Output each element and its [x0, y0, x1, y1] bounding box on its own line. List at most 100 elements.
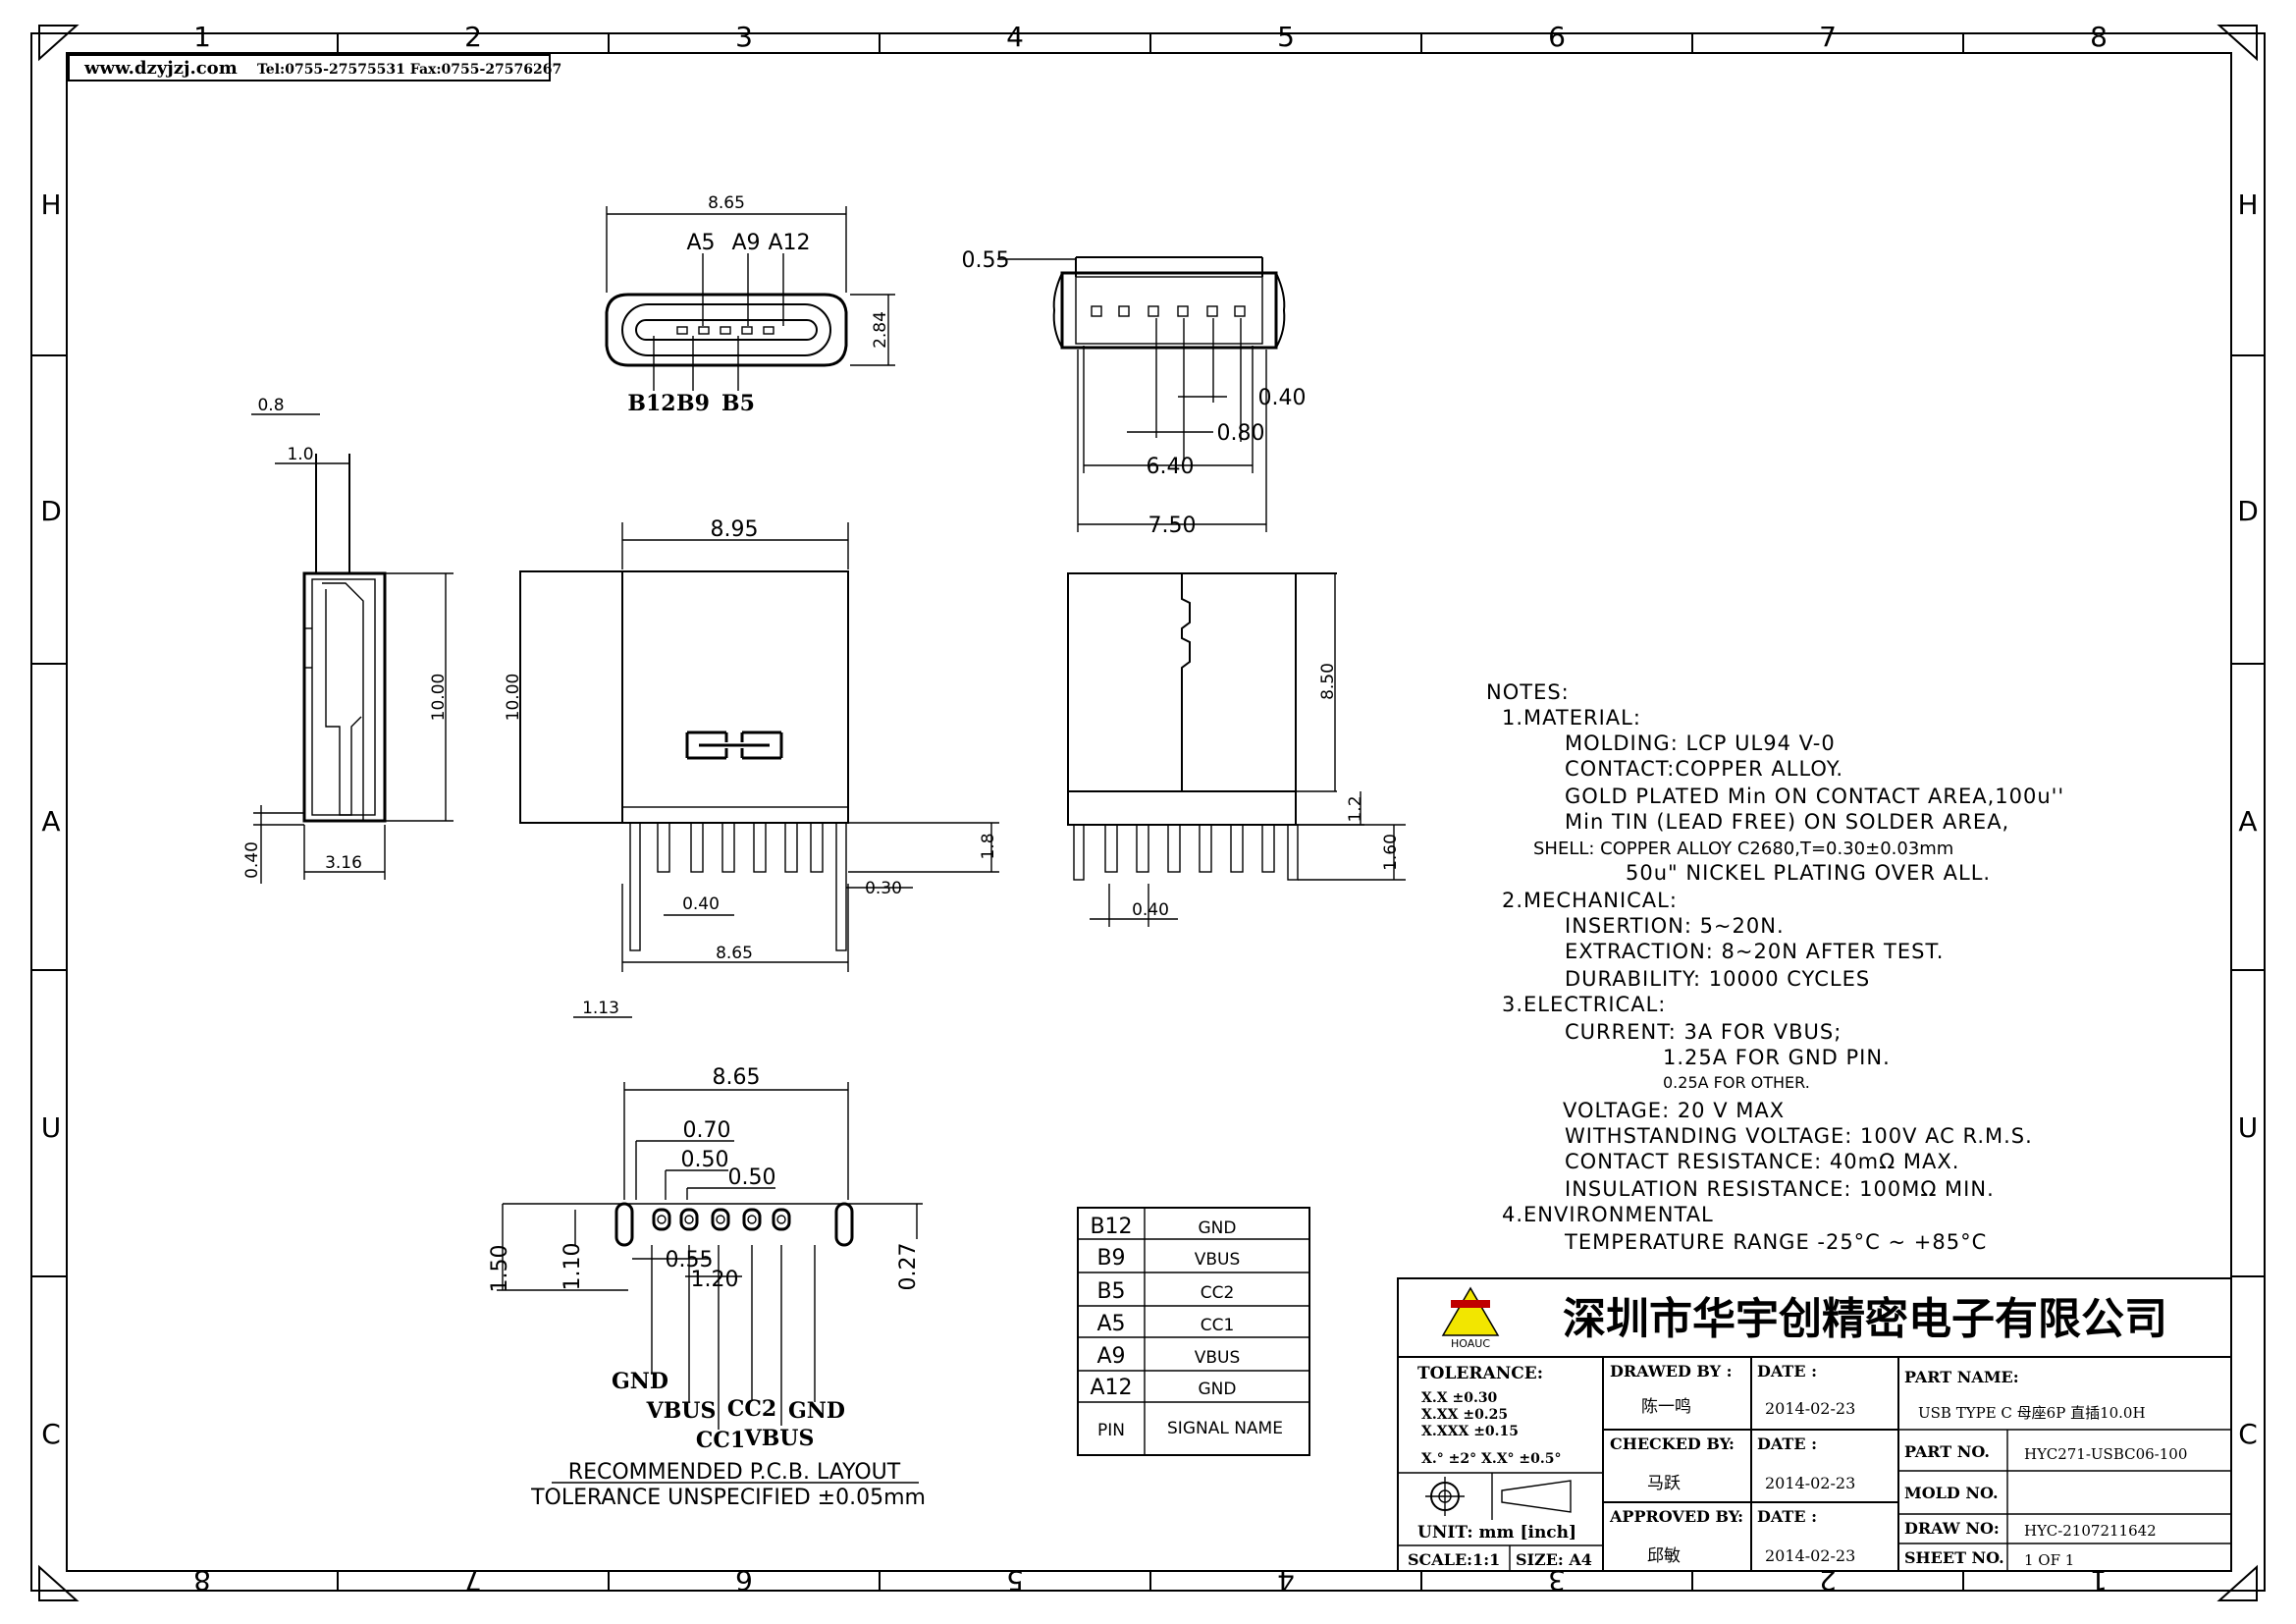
dim-side-width: 3.16	[325, 853, 362, 873]
table-header-signal: SIGNAL NAME	[1167, 1419, 1283, 1438]
row-label: D	[40, 495, 62, 527]
col-label: 1	[2090, 1564, 2108, 1597]
row-label: H	[40, 189, 61, 221]
col-label: 7	[1819, 21, 1837, 53]
dim-pcb-150: 1.50	[488, 1245, 512, 1293]
col-label: 7	[464, 1564, 482, 1597]
dim-top-640: 6.40	[1147, 455, 1195, 479]
date-checked: 2014-02-23	[1765, 1474, 1855, 1492]
dim-pcb-120: 1.20	[691, 1268, 739, 1292]
note-line: CONTACT RESISTANCE: 40mΩ MAX.	[1565, 1150, 1959, 1173]
tolerance-2: X.XX ±0.25	[1421, 1407, 1508, 1423]
corner-arrow-icon	[38, 25, 80, 62]
size-text: SIZE: A4	[1516, 1550, 1592, 1569]
pcb-signal-gnd-1: GND	[612, 1369, 668, 1394]
table-signal: GND	[1199, 1218, 1237, 1238]
dim-pcb-865: 8.65	[713, 1065, 761, 1090]
col-label: 4	[1277, 1564, 1295, 1597]
col-label: 4	[1006, 21, 1024, 53]
mold-no-label: MOLD NO.	[1904, 1484, 1999, 1502]
pcb-caption-1: RECOMMENDED P.C.B. LAYOUT	[568, 1460, 901, 1485]
approved-by-label: APPROVED BY:	[1609, 1507, 1743, 1526]
date-drawn: 2014-02-23	[1765, 1399, 1855, 1418]
company-name: 深圳市华宇创精密电子有限公司	[1563, 1294, 2167, 1344]
table-signal: VBUS	[1195, 1250, 1241, 1270]
dim-front-height: 2.84	[871, 311, 890, 349]
table-pin: B5	[1096, 1279, 1125, 1304]
dim-pcb-027: 0.27	[896, 1243, 921, 1291]
note-line: 1.25A FOR GND PIN.	[1663, 1046, 1891, 1069]
approved-by: 邱敏	[1647, 1546, 1681, 1566]
note-line: EXTRACTION: 8~20N AFTER TEST.	[1565, 940, 1944, 963]
website-text[interactable]: www.dzyjzj.com	[83, 58, 238, 79]
tolerance-label: TOLERANCE:	[1417, 1364, 1543, 1383]
col-label: 1	[193, 21, 211, 53]
date-approved: 2014-02-23	[1765, 1546, 1855, 1565]
date-label: DATE :	[1757, 1435, 1817, 1453]
header-strip: www.dzyjzj.com Tel:0755-27575531 Fax:075…	[68, 54, 561, 81]
note-line: GOLD PLATED Min ON CONTACT AREA,100u''	[1565, 785, 2064, 808]
pin-label-b9: B9	[676, 391, 710, 416]
pcb-layout: 8.65 0.70 0.50 0.50 1.50 1.10 0.55 1.20	[488, 1065, 926, 1510]
table-signal: GND	[1199, 1380, 1237, 1399]
dim-top-055: 0.55	[962, 248, 1010, 273]
corner-arrow-icon	[38, 1564, 80, 1601]
dim-main-040: 0.40	[682, 894, 720, 914]
col-label: 5	[1277, 21, 1295, 53]
col-label: 3	[1548, 1564, 1566, 1597]
tolerance-angle: X.° ±2° X.X° ±0.5°	[1421, 1451, 1562, 1467]
main-view: 8.95 10.00 1.8 0.40 0.30 8.65 1.13	[504, 517, 999, 1018]
pcb-signal-vbus-1: VBUS	[646, 1398, 717, 1424]
tolerance-3: X.XXX ±0.15	[1421, 1424, 1519, 1439]
table-header-pin: PIN	[1097, 1421, 1125, 1440]
col-label: 8	[2090, 21, 2108, 53]
note-line: MOLDING: LCP UL94 V-0	[1565, 731, 1836, 755]
dim-rear-850: 8.50	[1318, 663, 1338, 700]
dim-pcb-070: 0.70	[683, 1118, 731, 1143]
pin-label-a12: A12	[768, 231, 810, 255]
note-line: TEMPERATURE RANGE -25°C ~ +85°C	[1564, 1230, 1987, 1254]
note-line: INSERTION: 5~20N.	[1565, 914, 1785, 938]
note-line: 50u" NICKEL PLATING OVER ALL.	[1626, 861, 1991, 885]
note-line: CURRENT: 3A FOR VBUS;	[1565, 1020, 1842, 1044]
note-line: NOTES:	[1486, 680, 1570, 704]
notes: NOTES: 1.MATERIAL: MOLDING: LCP UL94 V-0…	[1486, 680, 2064, 1254]
note-line: VOLTAGE: 20 V MAX	[1563, 1099, 1785, 1122]
part-name: USB TYPE C 母座6P 直插10.0H	[1918, 1404, 2146, 1422]
table-pin: B9	[1096, 1246, 1125, 1271]
drawn-by-label: DRAWED BY :	[1610, 1362, 1733, 1380]
draw-no: HYC-2107211642	[2024, 1522, 2157, 1540]
pin-table: B12 GND B9 VBUS B5 CC2 A5 CC1 A9 VBUS A1…	[1077, 1207, 1310, 1456]
part-no-label: PART NO.	[1904, 1442, 1990, 1461]
dim-side-08: 0.8	[257, 396, 284, 415]
dim-rear-12: 1.2	[1346, 795, 1365, 822]
col-label: 8	[193, 1564, 211, 1597]
row-label: A	[41, 805, 60, 838]
row-label: C	[41, 1418, 61, 1450]
checked-by: 马跃	[1647, 1474, 1681, 1493]
table-signal: CC1	[1201, 1316, 1235, 1335]
dim-side-040: 0.40	[242, 841, 262, 879]
note-line: SHELL: COPPER ALLOY C2680,T=0.30±0.03mm	[1533, 839, 1953, 859]
row-label: C	[2238, 1418, 2258, 1450]
dim-main-width: 8.95	[711, 517, 759, 542]
dim-top-040: 0.40	[1258, 386, 1307, 410]
dim-main-113: 1.13	[582, 999, 619, 1018]
date-label: DATE :	[1757, 1362, 1817, 1380]
dim-main-865: 8.65	[716, 944, 753, 963]
note-line: INSULATION RESISTANCE: 100MΩ MIN.	[1565, 1177, 1995, 1201]
contact-text: Tel:0755-27575531 Fax:0755-27576267	[257, 62, 561, 78]
projection-symbol-icon	[1425, 1477, 1572, 1516]
logo-text: HOAUC	[1451, 1337, 1490, 1350]
drawing-border: 1 2 3 4 5 6 7 8 8 7 6 5 4 3 2 1 H D A U …	[30, 21, 2266, 1601]
row-label: D	[2237, 495, 2259, 527]
tolerance-1: X.X ±0.30	[1421, 1390, 1498, 1406]
dim-rear-160: 1.60	[1381, 834, 1401, 871]
pin-label-a9: A9	[731, 231, 760, 255]
col-label: 6	[1548, 21, 1566, 53]
dim-side-height: 10.00	[429, 674, 449, 722]
pcb-caption-2: TOLERANCE UNSPECIFIED ±0.05mm	[530, 1486, 926, 1510]
note-line: Min TIN (LEAD FREE) ON SOLDER AREA,	[1565, 810, 2009, 834]
pcb-pads	[614, 1202, 854, 1247]
row-label: U	[41, 1111, 62, 1144]
